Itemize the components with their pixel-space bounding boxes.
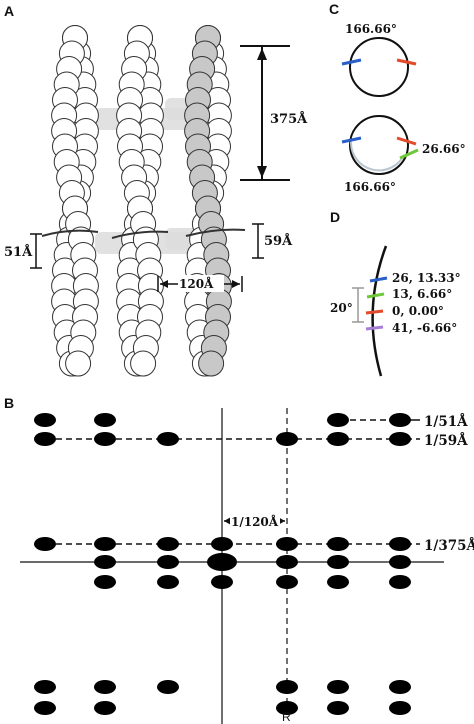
diffraction-spot <box>327 701 349 715</box>
diffraction-spot <box>276 701 298 715</box>
diffraction-spot <box>327 680 349 694</box>
angle-top-label: 166.66° <box>345 22 397 36</box>
diffraction-spot <box>157 555 179 569</box>
layer-line-51: 1/51Å <box>424 414 468 430</box>
diffraction-spot <box>34 432 56 446</box>
diffraction-spot <box>94 575 116 589</box>
layer-line-375: 1/375Å <box>424 538 474 554</box>
angle-side-label: 26.66° <box>422 142 466 156</box>
r-axis-label: R <box>282 710 291 724</box>
diffraction-spot <box>276 537 298 551</box>
diffraction-spot <box>157 575 179 589</box>
panel-c-top-ring <box>341 37 417 97</box>
diffraction-spot <box>327 575 349 589</box>
diffraction-spot <box>94 413 116 427</box>
panel-d-entry: 13, 6.66° <box>392 287 452 301</box>
diffraction-spot <box>389 537 411 551</box>
diffraction-spot <box>389 413 411 427</box>
helix-right-label: 59Å <box>264 233 293 249</box>
spacing-label: 120Å <box>179 276 214 291</box>
strand-overlay <box>185 228 246 237</box>
row-spacing-label: 1/120Å <box>231 514 279 529</box>
diffraction-spot <box>276 575 298 589</box>
diffraction-spot <box>157 432 179 446</box>
diffraction-spot <box>207 553 237 571</box>
diffraction-spot <box>94 701 116 715</box>
diffraction-spot <box>389 680 411 694</box>
diffraction-spot <box>327 413 349 427</box>
diffraction-spot <box>34 413 56 427</box>
panel-d-entry: 41, -6.66° <box>392 321 457 335</box>
diffraction-spot <box>34 680 56 694</box>
diffraction-spot <box>327 432 349 446</box>
helix-bracket-right <box>252 223 264 259</box>
angle-bottom-label: 166.66° <box>344 180 396 194</box>
helix-left-label: 51Å <box>4 244 33 260</box>
actin-bead <box>65 350 92 377</box>
diffraction-spot <box>34 537 56 551</box>
filament-beads <box>41 25 246 377</box>
diffraction-spot <box>211 537 233 551</box>
diffraction-spot <box>94 680 116 694</box>
actin-bead <box>130 350 157 377</box>
diffraction-spot <box>327 537 349 551</box>
crossover-label: 375Å <box>270 111 308 127</box>
diffraction-spot <box>276 555 298 569</box>
layer-lines <box>36 419 420 545</box>
strand-overlay <box>111 230 169 239</box>
diffraction-spot <box>276 680 298 694</box>
panel-a-filament-model <box>41 25 246 377</box>
diffraction-spot <box>389 575 411 589</box>
panel-b-label: B <box>4 395 14 411</box>
diffraction-spot <box>389 555 411 569</box>
diffraction-spot <box>389 432 411 446</box>
range-bracket <box>352 287 364 323</box>
panel-d-entry: 26, 13.33° <box>392 271 461 285</box>
helix-bracket-left <box>30 233 42 269</box>
diffraction-spot <box>94 432 116 446</box>
diffraction-spots <box>34 413 411 715</box>
spacing-arrow <box>157 275 243 292</box>
panel-d-entry: 0, 0.00° <box>392 304 444 318</box>
panel-d-label: D <box>330 209 340 225</box>
panel-d-entries: 26, 13.33° 13, 6.66° 0, 0.00° 41, -6.66° <box>392 271 461 335</box>
diffraction-spot <box>389 701 411 715</box>
panel-d-arc <box>365 245 388 377</box>
strand-overlay <box>41 229 99 237</box>
diffraction-spot <box>157 680 179 694</box>
diffraction-spot <box>94 555 116 569</box>
diffraction-spot <box>94 537 116 551</box>
range-label: 20° <box>330 301 353 315</box>
panel-c-label: C <box>329 1 339 17</box>
layer-line-59: 1/59Å <box>424 433 468 449</box>
diffraction-spot <box>34 701 56 715</box>
row-spacing-arrow <box>224 513 285 529</box>
diffraction-spot <box>211 575 233 589</box>
diffraction-spot <box>276 432 298 446</box>
diffraction-spot <box>157 537 179 551</box>
crossover-bracket <box>240 45 290 181</box>
panel-a-label: A <box>4 3 14 19</box>
actin-bead <box>198 350 225 377</box>
panel-c-bottom-ring <box>341 115 419 175</box>
diffraction-spot <box>327 555 349 569</box>
